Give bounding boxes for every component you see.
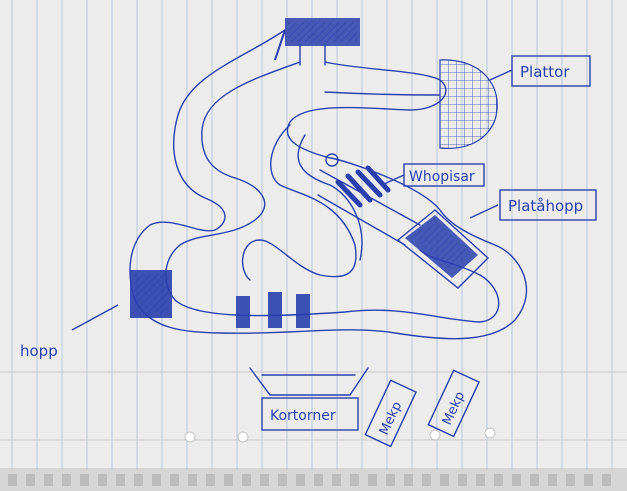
platahopp-label: Platåhopp bbox=[508, 197, 583, 215]
hopp-label: hopp bbox=[20, 342, 58, 360]
plattor-label: Plattor bbox=[520, 63, 570, 81]
hopp-jump bbox=[130, 270, 172, 318]
rhythm-bumps bbox=[236, 292, 310, 328]
whopisar-label: Whopisar bbox=[409, 169, 475, 185]
kortorner-label: Kortorner bbox=[270, 408, 336, 424]
